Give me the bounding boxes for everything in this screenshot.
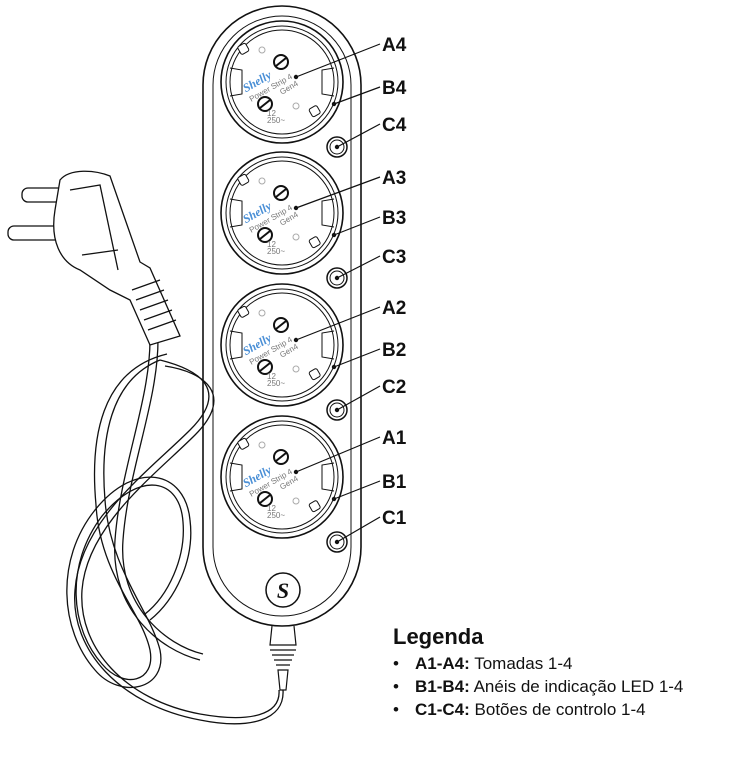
strip-body xyxy=(202,5,362,691)
callout-A3: A3 xyxy=(293,168,406,211)
legend-item-buttons: C1-C4: Botões de controlo 1-4 xyxy=(393,698,683,721)
callout-label: C3 xyxy=(382,247,406,268)
legend-item-sockets: A1-A4: Tomadas 1-4 xyxy=(393,652,683,675)
ground-symbol-icon xyxy=(292,233,300,241)
callout-C1: C1 xyxy=(334,508,407,545)
callout-label: B2 xyxy=(382,340,406,361)
ground-symbol-icon xyxy=(292,365,300,373)
callout-C3: C3 xyxy=(334,247,406,281)
callout-label: B3 xyxy=(382,208,406,229)
callout-label: A2 xyxy=(382,298,406,319)
callout-label: A3 xyxy=(382,168,406,189)
svg-text:S: S xyxy=(277,578,289,603)
callout-label: C4 xyxy=(382,115,407,136)
legend-title: Legenda xyxy=(393,624,484,649)
shelly-logo: S xyxy=(265,572,301,608)
rating-text: 250~ xyxy=(267,511,285,520)
callout-label: A1 xyxy=(382,428,407,449)
ground-symbol-icon xyxy=(292,102,300,110)
callout-B2: B2 xyxy=(331,340,406,370)
callout-label: C2 xyxy=(382,377,406,398)
callout-A1: A1 xyxy=(293,428,407,475)
rating-text: 250~ xyxy=(267,379,285,388)
legend: Legenda A1-A4: Tomadas 1-4 B1-B4: Anéis … xyxy=(393,624,683,721)
schuko-plug xyxy=(7,170,181,346)
callout-label: B4 xyxy=(382,78,407,99)
legend-item-led-rings: B1-B4: Anéis de indicação LED 1-4 xyxy=(393,675,683,698)
callout-C2: C2 xyxy=(334,377,406,413)
rating-text: 12 xyxy=(267,109,276,118)
ground-symbol-icon xyxy=(292,497,300,505)
rating-text: 12 xyxy=(267,504,276,513)
rating-text: 12 xyxy=(267,240,276,249)
callout-label: A4 xyxy=(382,35,407,56)
rating-text: 250~ xyxy=(267,247,285,256)
callout-A4: A4 xyxy=(293,35,407,80)
callout-B1: B1 xyxy=(331,472,407,502)
callout-C4: C4 xyxy=(334,115,407,150)
rating-text: 12 xyxy=(267,372,276,381)
callout-A2: A2 xyxy=(293,298,406,343)
callout-label: C1 xyxy=(382,508,407,529)
rating-text: 250~ xyxy=(267,116,285,125)
callout-B3: B3 xyxy=(331,208,406,238)
power-cable xyxy=(66,339,284,725)
callout-B4: B4 xyxy=(331,78,407,107)
callout-label: B1 xyxy=(382,472,407,493)
